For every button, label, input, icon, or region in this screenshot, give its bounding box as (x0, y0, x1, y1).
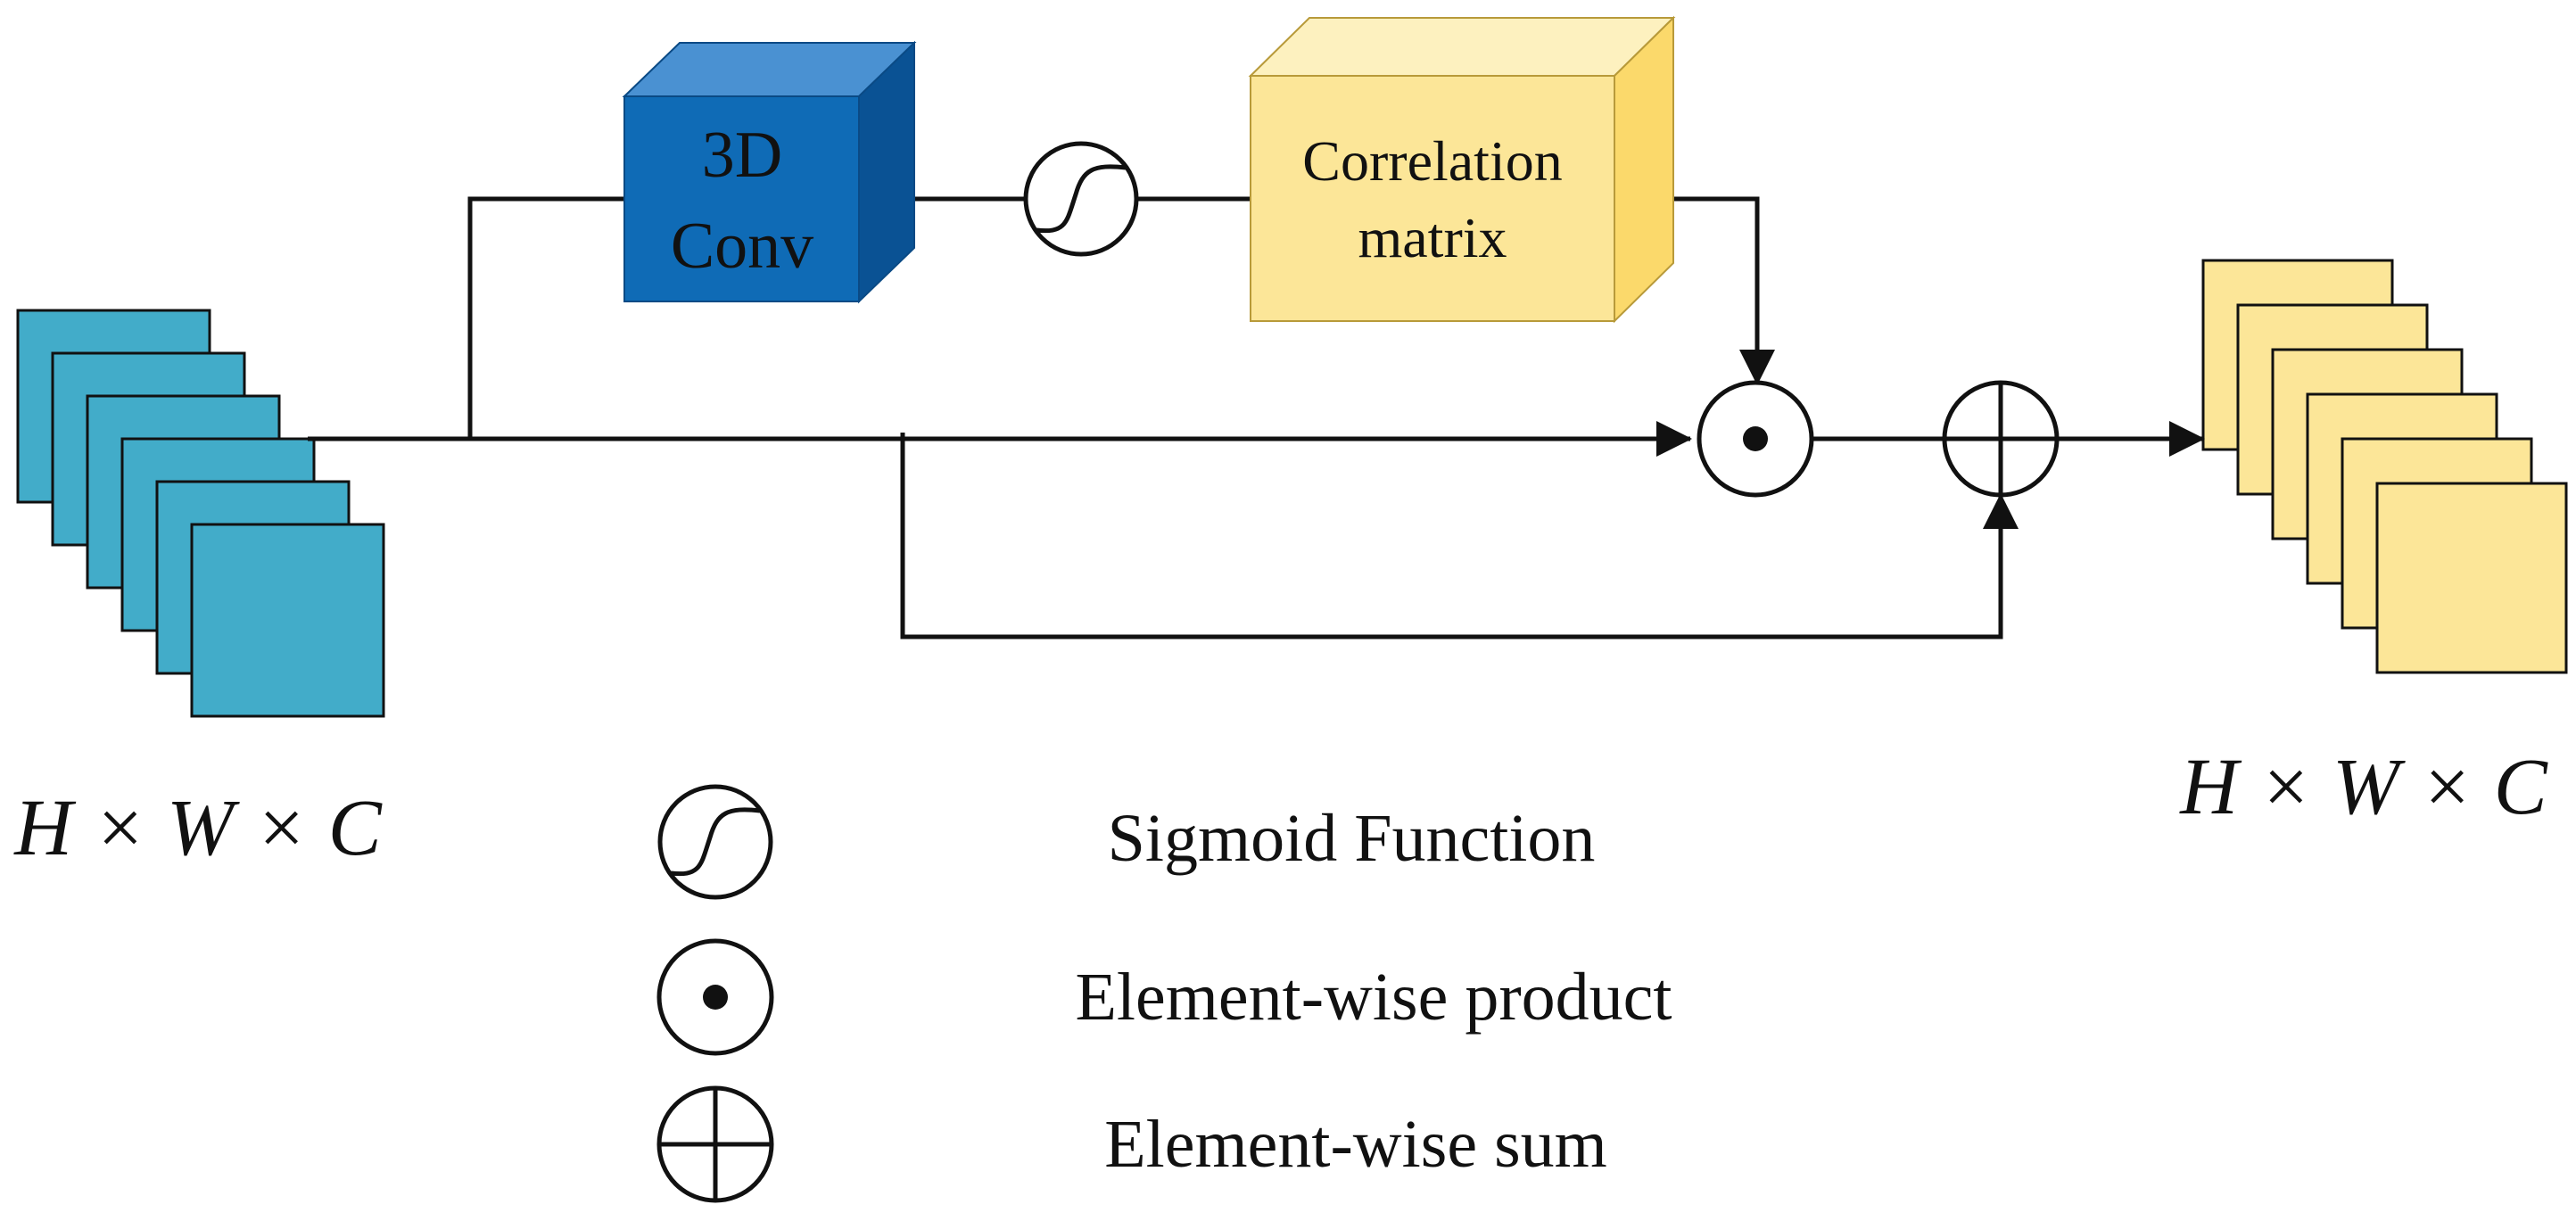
legend-sum-row: Element-wise sum (656, 1085, 1607, 1203)
conv3d-label-line1: 3D (702, 119, 782, 192)
conv3d-front-face (623, 95, 860, 302)
legend-sigmoid-row: Sigmoid Function (657, 784, 1596, 900)
corr-label-line2: matrix (1358, 206, 1507, 269)
legend-product-label: Element-wise product (1075, 960, 1672, 1035)
skip-connection-line (900, 433, 2019, 639)
corr-label-line1: Correlation (1302, 129, 1562, 193)
legend-product-row: Element-wise product (656, 938, 1672, 1056)
legend: Sigmoid Function Element-wise product El… (656, 784, 1672, 1203)
output-dimension-label: H × W × C (2179, 743, 2547, 831)
legend-product-icon-dot (703, 985, 728, 1010)
corr-top-face (1248, 17, 1676, 77)
legend-sigmoid-icon-circle (657, 784, 773, 900)
correlation-matrix-block: Correlation matrix (1248, 15, 1676, 324)
sigmoid-node (1023, 141, 1139, 257)
product-icon-dot (1743, 426, 1768, 451)
output-feature-stack (2201, 259, 2568, 674)
legend-sigmoid-icon (670, 807, 761, 877)
sum-node (1942, 380, 2060, 498)
input-feature-square-6 (190, 523, 385, 718)
conv3d-block: 3D Conv (622, 40, 917, 304)
legend-sigmoid-label: Sigmoid Function (1108, 801, 1596, 876)
product-node (1697, 380, 1814, 498)
legend-sum-label: Element-wise sum (1104, 1107, 1607, 1182)
conv3d-label-line2: Conv (671, 210, 813, 283)
input-feature-stack (16, 309, 385, 718)
input-dimension-label: H × W × C (13, 784, 382, 872)
sigmoid-icon-circle (1023, 141, 1139, 257)
corr-front-face (1250, 75, 1615, 322)
conv-branch-line (467, 196, 624, 439)
output-feature-square-6 (2375, 482, 2568, 674)
sigmoid-icon (1036, 164, 1127, 234)
